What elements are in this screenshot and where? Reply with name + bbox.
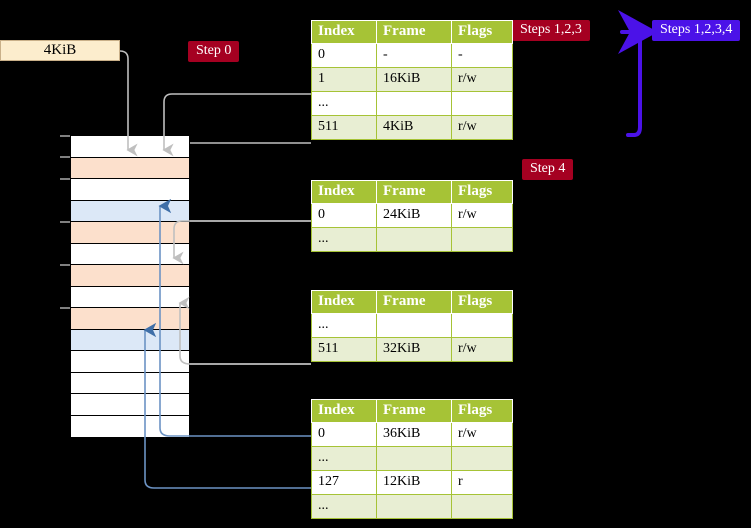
cell-frame [376, 446, 452, 471]
page-table-level-2: Index Frame Flags ... 511 32KiB r/w [311, 290, 513, 362]
cell-frame: 4KiB [376, 115, 452, 140]
cell-flags: r/w [451, 337, 513, 362]
cell-frame: 12KiB [376, 470, 452, 495]
table-row: 1 16KiB r/w [311, 67, 513, 92]
cell-flags [451, 227, 513, 252]
cell-flags: r [451, 470, 513, 495]
cell-frame [376, 227, 452, 252]
cell-frame: 16KiB [376, 67, 452, 92]
arrow-steps-recursion [618, 10, 658, 137]
cell-frame [376, 91, 452, 116]
memory-tick [60, 178, 72, 180]
cell-index: ... [311, 494, 377, 519]
cell-flags [451, 313, 513, 338]
table-row: 511 32KiB r/w [311, 337, 513, 362]
table-row: 0 24KiB r/w [311, 203, 513, 228]
cell-flags: r/w [451, 67, 513, 92]
column-header-flags: Flags [451, 290, 513, 314]
cell-flags: - [451, 43, 513, 68]
cell-index: ... [311, 91, 377, 116]
memory-row [71, 351, 189, 373]
cell-index: ... [311, 446, 377, 471]
cell-flags: r/w [451, 422, 513, 447]
cell-index: ... [311, 227, 377, 252]
cell-flags [451, 494, 513, 519]
column-header-flags: Flags [451, 399, 513, 423]
memory-tick [60, 264, 72, 266]
memory-row [71, 243, 189, 265]
cell-index: 0 [311, 203, 377, 228]
memory-tick [60, 156, 72, 158]
table-header-row: Index Frame Flags [311, 290, 513, 314]
memory-row [71, 329, 189, 351]
memory-row [71, 372, 189, 394]
memory-row [71, 415, 189, 437]
cell-index: ... [311, 313, 377, 338]
badge-step-4: Step 4 [522, 159, 574, 180]
memory-row [71, 394, 189, 416]
column-header-flags: Flags [451, 180, 513, 204]
table-row: 0 - - [311, 43, 513, 68]
table-header-row: Index Frame Flags [311, 20, 513, 44]
column-header-flags: Flags [451, 20, 513, 44]
column-header-index: Index [311, 20, 377, 44]
cell-index: 0 [311, 422, 377, 447]
column-header-index: Index [311, 290, 377, 314]
table-row: ... [311, 446, 513, 471]
cell-index: 0 [311, 43, 377, 68]
memory-row [71, 157, 189, 179]
cell-frame [376, 494, 452, 519]
cell-index: 511 [311, 115, 377, 140]
memory-row [71, 222, 189, 244]
table-row: 127 12KiB r [311, 470, 513, 495]
cell-index: 511 [311, 337, 377, 362]
cell-flags: r/w [451, 203, 513, 228]
memory-tick [60, 221, 72, 223]
table-row-highlighted: 511 4KiB r/w [311, 115, 513, 140]
table-row: ... [311, 313, 513, 338]
cell-flags [451, 91, 513, 116]
page-table-level-3: Index Frame Flags 0 36KiB r/w ... 127 12… [311, 399, 513, 519]
cell-frame: 36KiB [376, 422, 452, 447]
table-header-row: Index Frame Flags [311, 180, 513, 204]
cell-frame: - [376, 43, 452, 68]
memory-row [71, 200, 189, 222]
cell-flags [451, 446, 513, 471]
column-header-frame: Frame [376, 399, 452, 423]
table-row: ... [311, 227, 513, 252]
memory-row [71, 286, 189, 308]
badge-steps-1234: Steps 1,2,3,4 [652, 20, 741, 41]
memory-row [71, 265, 189, 287]
cell-frame: 24KiB [376, 203, 452, 228]
memory-row [71, 308, 189, 330]
wire-l1-24kib-to-memory [172, 220, 311, 265]
memory-row [71, 136, 189, 158]
column-header-index: Index [311, 180, 377, 204]
column-header-frame: Frame [376, 290, 452, 314]
cell-index: 1 [311, 67, 377, 92]
column-header-index: Index [311, 399, 377, 423]
wire-l2-32kib-to-memory [178, 296, 311, 365]
cell-index: 127 [311, 470, 377, 495]
cell-frame [376, 313, 452, 338]
page-table-level-1: Index Frame Flags 0 24KiB r/w ... [311, 180, 513, 252]
column-header-frame: Frame [376, 180, 452, 204]
table-row: 0 36KiB r/w [311, 422, 513, 447]
table-header-row: Index Frame Flags [311, 399, 513, 423]
table-row: ... [311, 494, 513, 519]
memory-row [71, 179, 189, 201]
badge-steps-123: Steps 1,2,3 [512, 20, 590, 41]
memory-tick [60, 307, 72, 309]
table-row: ... [311, 91, 513, 116]
cell-flags: r/w [451, 115, 513, 140]
page-table-level-0: Index Frame Flags 0 - - 1 16KiB r/w ... [311, 20, 513, 140]
cell-frame: 32KiB [376, 337, 452, 362]
physical-memory-column [70, 135, 190, 437]
frame-size-box: 4KiB [0, 40, 120, 61]
column-header-frame: Frame [376, 20, 452, 44]
badge-step-0: Step 0 [188, 41, 240, 62]
memory-tick [60, 135, 72, 137]
